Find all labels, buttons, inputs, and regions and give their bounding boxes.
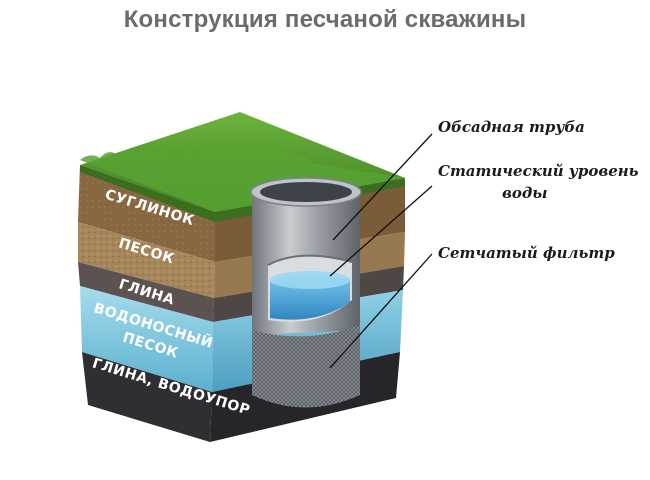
leader-lines xyxy=(329,133,433,369)
filter-mesh xyxy=(252,325,360,408)
aquitard-layer-front xyxy=(82,352,212,442)
callout-static-level-line1: Статический уровень xyxy=(438,162,639,180)
sand-layer-front xyxy=(78,222,215,298)
callout-casing: Обсадная труба xyxy=(438,118,585,136)
callout-filter: Сетчатый фильтр xyxy=(438,244,615,262)
page-title: Конструкция песчаной скважины xyxy=(123,6,527,33)
aquifer-layer-front xyxy=(80,286,213,392)
front-face xyxy=(78,165,215,442)
clay-layer-front xyxy=(78,262,214,322)
leader-static-level xyxy=(329,185,433,277)
well-pipe xyxy=(250,177,362,408)
pipe-rim-inner xyxy=(260,182,352,202)
static-water-surface xyxy=(270,271,350,289)
loam-layer-front xyxy=(78,165,215,262)
leader-casing xyxy=(332,133,433,241)
callout-static-level-line2: воды xyxy=(502,184,548,202)
leader-filter xyxy=(329,253,433,369)
